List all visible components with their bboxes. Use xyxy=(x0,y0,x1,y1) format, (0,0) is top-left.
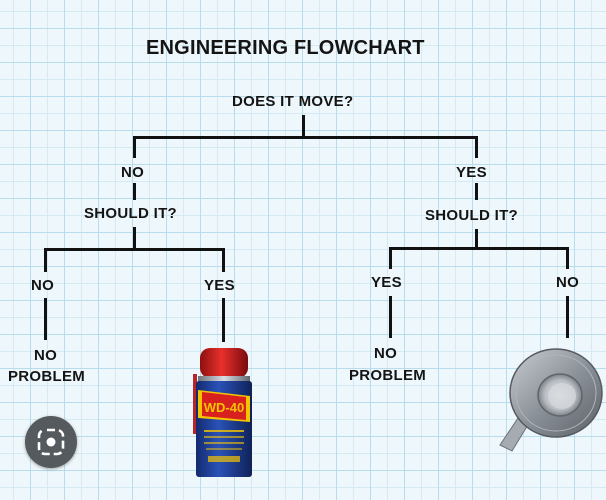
can-logo-text: WD-40 xyxy=(204,400,244,415)
left-no-result-line1: NO xyxy=(34,347,58,364)
left-yes-stem xyxy=(222,298,225,342)
duct-tape-image xyxy=(499,348,603,452)
right-answer-stem xyxy=(475,183,478,200)
can-ring xyxy=(198,376,250,382)
can-cap xyxy=(200,348,248,378)
right-no-stem xyxy=(566,296,569,338)
left-question-stem xyxy=(133,227,136,250)
root-question: DOES IT MOVE? xyxy=(232,93,354,110)
straw-tube xyxy=(193,374,197,434)
left-no-result-line2: PROBLEM xyxy=(8,368,86,385)
right-question-stem xyxy=(475,229,478,249)
can-logo-badge xyxy=(202,392,246,420)
right-no-drop xyxy=(566,247,569,269)
left-no-stem xyxy=(44,298,47,340)
left-yes-drop xyxy=(222,248,225,272)
right-yes-answer: YES xyxy=(371,274,402,291)
right-yes-stem xyxy=(389,296,392,338)
right-no-answer: NO xyxy=(556,274,580,291)
flowchart-title: ENGINEERING FLOWCHART xyxy=(146,37,425,59)
left-question: SHOULD IT? xyxy=(84,205,177,222)
right-yes-drop xyxy=(389,247,392,269)
left-yes-answer: YES xyxy=(204,277,235,294)
left-answer-stem xyxy=(133,183,136,200)
right-yes-result-line2: PROBLEM xyxy=(349,367,427,384)
left-no-drop xyxy=(44,248,47,272)
wd-40-can-image: WD-40 xyxy=(193,348,252,477)
right-answer: YES xyxy=(456,164,487,181)
right-yes-result-line1: NO xyxy=(374,345,398,362)
right-question: SHOULD IT? xyxy=(425,207,518,224)
root-crossbar xyxy=(133,136,478,139)
left-drop xyxy=(133,136,136,158)
left-answer: NO xyxy=(121,164,145,181)
left-no-answer: NO xyxy=(31,277,55,294)
left-crossbar xyxy=(44,248,225,251)
lens-search-icon xyxy=(37,428,65,456)
right-crossbar xyxy=(389,247,569,250)
root-stem xyxy=(302,115,305,137)
right-drop xyxy=(475,136,478,158)
lens-search-button[interactable] xyxy=(25,416,77,468)
